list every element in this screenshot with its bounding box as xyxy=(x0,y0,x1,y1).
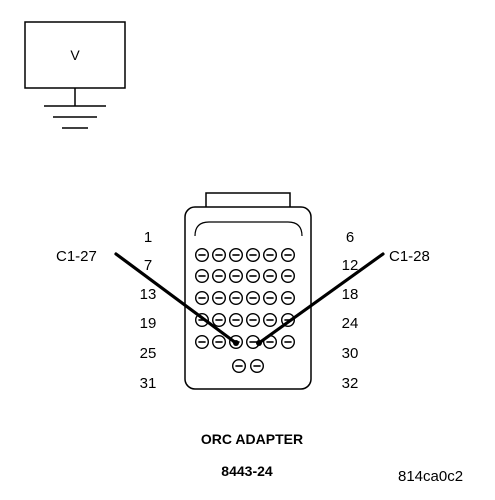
probe-label-c1-27: C1-27 xyxy=(56,248,97,265)
connector-pin xyxy=(211,291,226,306)
voltmeter-label: V xyxy=(70,47,80,63)
row-label-left: 19 xyxy=(140,315,157,332)
pin-grid xyxy=(194,247,296,374)
connector-pin xyxy=(228,291,243,306)
row-label-left: 1 xyxy=(144,229,152,246)
connector-pin xyxy=(211,269,226,284)
probe-label-c1-28: C1-28 xyxy=(389,248,430,265)
probe-tip-c1-27 xyxy=(233,340,239,346)
connector-pin xyxy=(211,313,226,328)
connector-pin xyxy=(263,269,278,284)
row-label-right: 12 xyxy=(342,257,359,274)
connector-pin xyxy=(281,291,296,306)
voltmeter-symbol: V xyxy=(24,21,126,129)
connector-pin xyxy=(194,247,209,262)
connector-pin xyxy=(194,269,209,284)
row-label-right: 30 xyxy=(342,345,359,362)
connector-pin xyxy=(263,247,278,262)
connector-pin xyxy=(245,269,260,284)
row-label-left: 31 xyxy=(140,375,157,392)
probe-c1-27: C1-27 xyxy=(56,248,239,346)
connector-pin xyxy=(245,291,260,306)
row-label-right: 6 xyxy=(346,229,354,246)
caption-part-number: 8443-24 xyxy=(221,463,273,479)
connector-pin xyxy=(211,247,226,262)
connector-pin xyxy=(231,359,246,374)
connector-pin xyxy=(249,359,264,374)
connector-pin xyxy=(263,291,278,306)
row-label-left: 7 xyxy=(144,257,152,274)
connector-pin xyxy=(228,313,243,328)
caption-title: ORC ADAPTER xyxy=(201,431,303,447)
connector-pin xyxy=(228,247,243,262)
probe-tip-c1-28 xyxy=(256,340,262,346)
connector-pin xyxy=(245,313,260,328)
connector-shroud xyxy=(194,221,303,237)
row-label-left: 25 xyxy=(140,345,157,362)
figure-id: 814ca0c2 xyxy=(398,468,463,485)
row-label-left: 13 xyxy=(140,286,157,303)
orc-adapter-connector xyxy=(184,192,312,390)
probe-c1-28: C1-28 xyxy=(256,248,430,346)
row-label-right: 24 xyxy=(342,315,359,332)
connector-pin xyxy=(245,247,260,262)
probe-lead-c1-27 xyxy=(114,252,238,345)
connector-pin xyxy=(281,269,296,284)
connector-pin xyxy=(263,313,278,328)
probe-lead-c1-28 xyxy=(257,252,385,345)
pin-row-labels-right: 6 12 18 24 30 32 xyxy=(342,229,359,392)
row-label-right: 18 xyxy=(342,286,359,303)
connector-pin xyxy=(281,335,296,350)
connector-pin xyxy=(211,335,226,350)
row-label-right: 32 xyxy=(342,375,359,392)
connector-pin xyxy=(194,291,209,306)
connector-pin xyxy=(228,269,243,284)
connector-pin xyxy=(194,335,209,350)
pin-row-labels-left: 1 7 13 19 25 31 xyxy=(140,229,157,392)
connector-pin xyxy=(281,247,296,262)
